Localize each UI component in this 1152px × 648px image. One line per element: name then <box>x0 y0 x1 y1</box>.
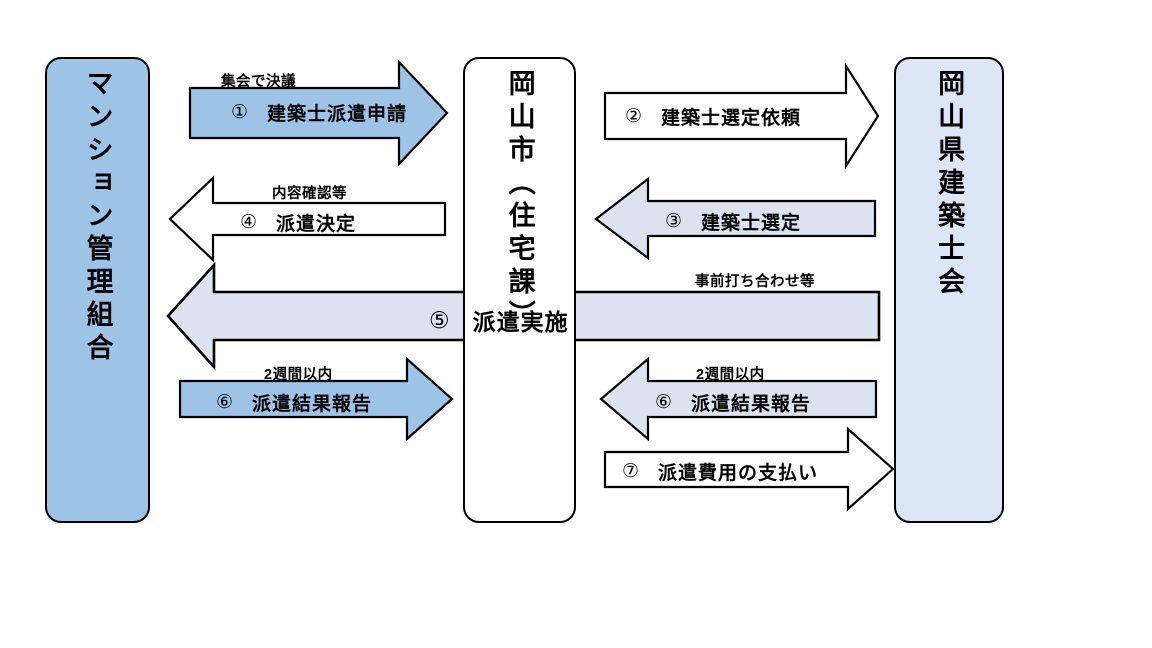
arrow-number-step-4: ④ <box>240 212 259 233</box>
arrow-caption-step-6-right: 2週間以内 <box>696 367 765 383</box>
arrow-text-step-7: 派遣費用の支払い <box>658 463 819 484</box>
arrow-text-step-4: 派遣決定 <box>276 214 357 235</box>
arrow-text-step-5: 派遣実施 <box>472 309 569 335</box>
arrow-shape-step-2 <box>603 62 880 170</box>
arrow-label-step-5: ⑤ 派遣実施 <box>429 303 569 337</box>
arrow-number-step-5: ⑤ <box>429 306 451 333</box>
arrow-number-step-6-left: ⑥ <box>216 392 235 413</box>
entity-box-okayama-city[interactable]: 岡山市（住宅課） <box>463 57 576 523</box>
arrow-text-step-6-left: 派遣結果報告 <box>252 394 373 415</box>
entity-label-architects-association: 岡山県建築士会 <box>934 69 965 300</box>
arrow-number-step-1: ① <box>231 102 250 123</box>
arrow-caption-step-6-left: 2週間以内 <box>264 367 333 383</box>
arrow-shape-step-7 <box>603 426 895 512</box>
arrow-shape-step-4 <box>168 175 447 263</box>
arrow-number-step-2: ② <box>625 106 644 127</box>
arrow-text-step-6-right: 派遣結果報告 <box>691 394 812 415</box>
arrow-text-step-2: 建築士選定依頼 <box>661 108 802 129</box>
arrow-number-step-3: ③ <box>665 211 684 232</box>
arrow-label-step-7: ⑦ 派遣費用の支払い <box>622 458 818 485</box>
arrow-text-step-3: 建築士選定 <box>701 213 802 234</box>
arrow-label-step-2: ② 建築士選定依頼 <box>625 103 801 130</box>
arrow-label-step-6-right: ⑥ 派遣結果報告 <box>655 389 811 416</box>
arrow-number-step-7: ⑦ <box>622 461 641 482</box>
arrow-label-step-4: ④ 派遣決定 <box>240 209 356 236</box>
arrow-text-step-1: 建築士派遣申請 <box>267 104 408 125</box>
arrow-caption-step-5: 事前打ち合わせ等 <box>695 274 815 290</box>
arrow-label-step-1: ① 建築士派遣申請 <box>231 99 407 126</box>
arrow-shape-step-1 <box>188 59 449 167</box>
entity-box-architects-association[interactable]: 岡山県建築士会 <box>894 57 1004 523</box>
entity-label-management-association: マンション管理組合 <box>82 69 113 366</box>
arrow-shape-step-3 <box>594 176 877 261</box>
entity-label-okayama-city: 岡山市（住宅課） <box>504 69 535 333</box>
arrow-caption-step-1: 集会で決議 <box>221 74 296 90</box>
arrow-shape-step-6-left <box>178 356 454 442</box>
arrow-number-step-6-right: ⑥ <box>655 392 674 413</box>
arrow-caption-step-4: 内容確認等 <box>272 186 347 202</box>
arrow-shape-step-6-right <box>599 356 878 442</box>
entity-box-management-association[interactable]: マンション管理組合 <box>45 57 150 523</box>
arrow-label-step-6-left: ⑥ 派遣結果報告 <box>216 389 372 416</box>
arrow-label-step-3: ③ 建築士選定 <box>665 208 801 235</box>
